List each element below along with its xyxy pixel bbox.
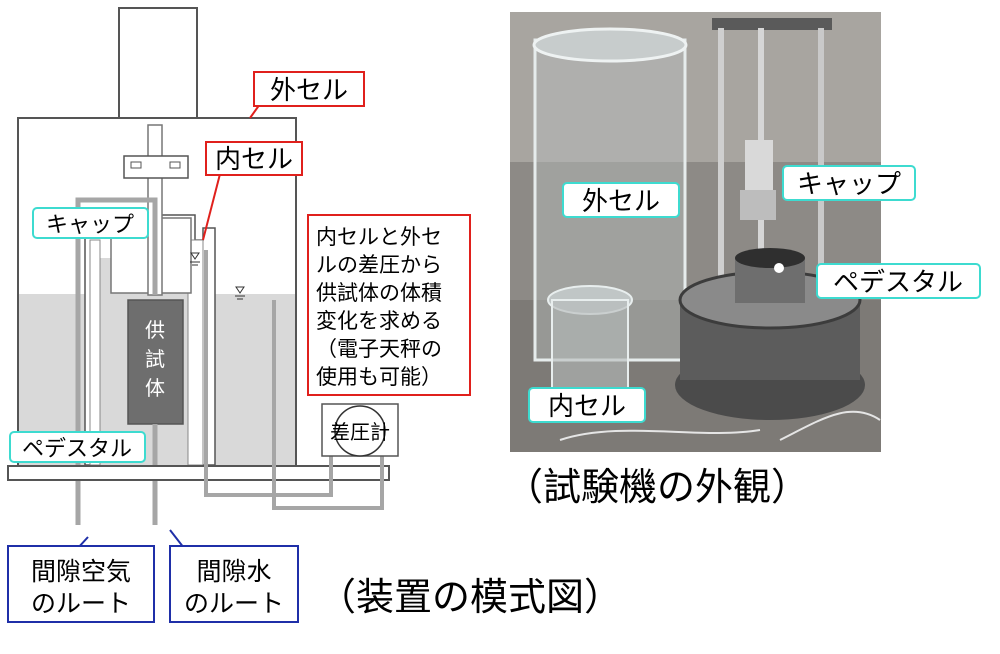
note-line-5: （電子天秤の [316,337,442,361]
specimen-char-3: 体 [145,376,165,400]
outer-cell-label-box [253,71,365,107]
inner-cell-label-box [205,141,303,176]
photo-pedestal-label-box [816,263,981,299]
photo-pedestal-label: ペデスタル [833,268,963,298]
specimen-char-2: 試 [145,347,165,371]
note-line-2: ルの差圧から [316,253,442,277]
specimen [127,299,184,425]
note-line-1: 内セルと外セ [316,225,442,249]
schematic-caption: （装置の模式図） [318,575,622,619]
note-line-4: 変化を求める [316,309,442,333]
pore-water-line-2: のルート [184,589,284,618]
pore-air-pipe [75,197,158,525]
photo-inner-cell-label-box [528,387,646,423]
pedestal-label-box [9,431,146,463]
base-plate [7,465,390,481]
photo-outer-cell-label: 外セル [582,187,660,217]
cap-label-box [32,207,149,239]
note-line-3: 供試体の体積 [316,281,442,305]
inner-cell-gauge-pipe [204,250,333,497]
note-line-6: 使用も可能） [316,365,442,389]
pedestal-label: ペデスタル [22,437,132,462]
outer-cell-label: 外セル [270,76,348,106]
pore-air-line-2: のルート [31,589,131,618]
photo-caption: （試験機の外観） [505,465,809,509]
pore-air-route-box [7,545,155,623]
photo-cap-label-box [782,165,916,201]
outer-water-level-mark [235,286,245,300]
load-cell-mark-right [169,161,181,169]
photo-cap-label: キャップ [797,170,901,200]
note-box [307,214,471,396]
inner-cell-label: 内セル [215,145,293,175]
inner-cell-pointer [202,173,221,241]
pore-water-route-box [169,545,299,623]
loading-column [118,7,198,119]
inner-water-level-mark [190,252,200,266]
apparatus-photo [510,12,881,452]
gauge-dial [334,405,386,457]
photo-outer-cell-label-box [562,182,680,218]
outer-cell-gauge-pipe [272,300,384,510]
photo-inner-cell-label: 内セル [548,392,626,422]
pore-air-line-1: 間隙空気 [31,557,131,586]
pore-water-line-1: 間隙水 [196,557,271,586]
load-cell-mark-left [130,161,142,169]
cap-label: キャップ [46,213,134,238]
gauge-label: 差圧計 [330,420,390,444]
specimen-char-1: 供 [145,318,165,342]
